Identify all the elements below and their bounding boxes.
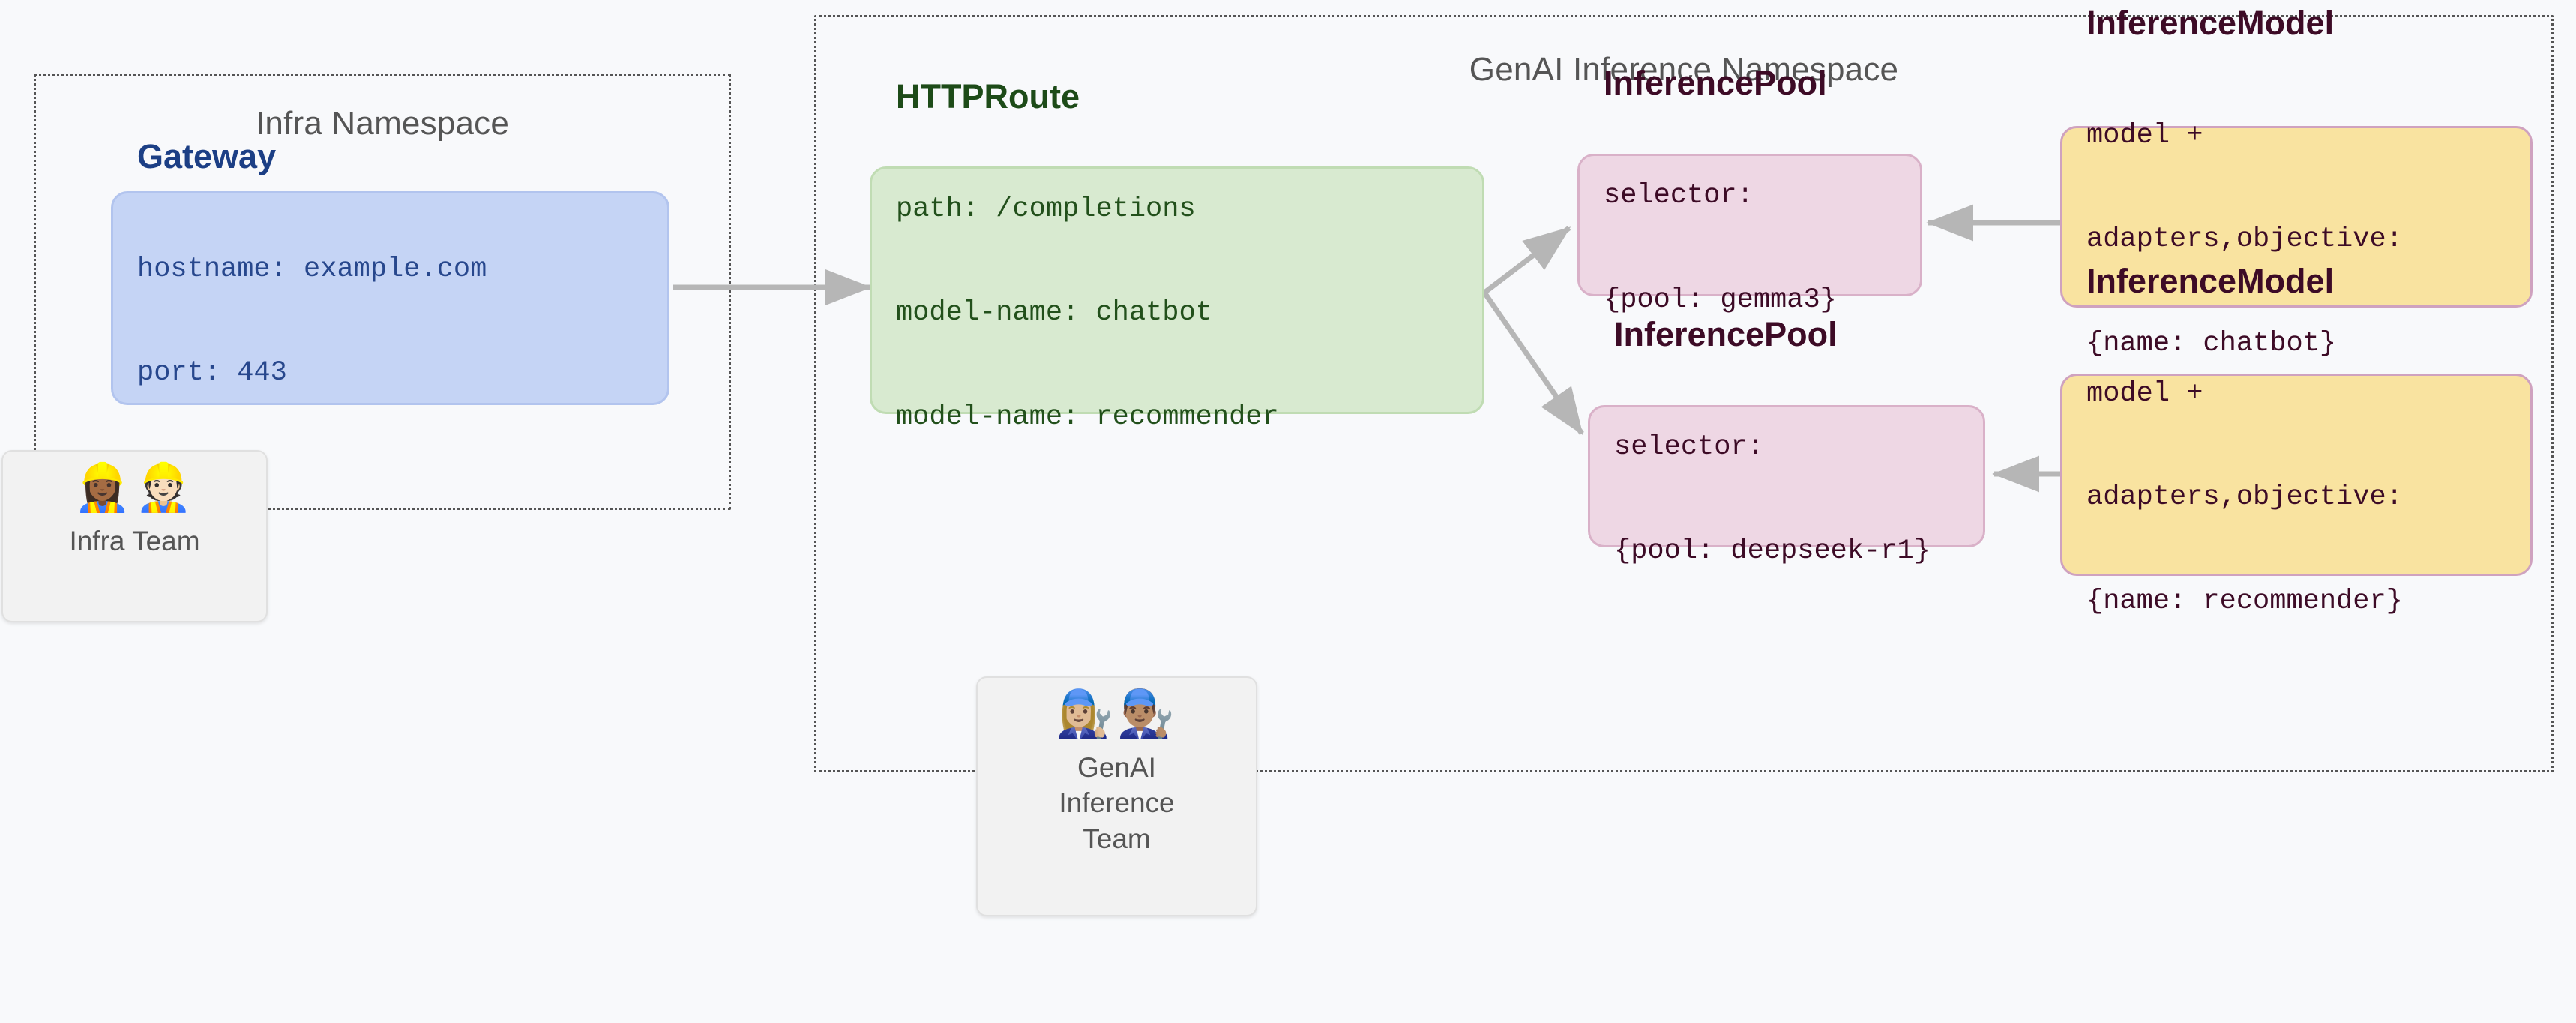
node-inferencepool-deepseek-r1-title: InferencePool <box>1614 315 1838 354</box>
team-card-infra[interactable]: 👷🏾‍♀️👷🏻 Infra Team <box>1 450 268 622</box>
node-inferencemodel-recommender-line-0: model + <box>2086 377 2203 410</box>
node-httproute-body: path: /completions model-name: chatbot m… <box>896 122 1460 504</box>
team-card-genai-inference[interactable]: 👩🏼‍🔧👨🏽‍🔧 GenAI Inference Team <box>976 676 1257 916</box>
node-httproute-line-2: model-name: recommender <box>896 401 1279 434</box>
node-gateway-body: hostname: example.com port: 443 <box>137 182 645 460</box>
node-inferencepool-gemma3-title: InferencePool <box>1604 64 1827 103</box>
genai-inference-team-avatars: 👩🏼‍🔧👨🏽‍🔧 <box>1056 688 1178 740</box>
node-gateway-line-0: hostname: example.com <box>137 253 487 285</box>
node-inferencepool-gemma3-body: selector: {pool: gemma3} <box>1604 110 1898 387</box>
infra-team-avatars: 👷🏾‍♀️👷🏻 <box>73 462 196 514</box>
node-gateway[interactable]: Gateway hostname: example.com port: 443 <box>111 137 669 405</box>
namespace-genai-inference <box>814 15 2554 772</box>
node-inferencemodel-chatbot-line-2: {name: chatbot} <box>2086 328 2337 360</box>
node-inferencemodel-chatbot-title: InferenceModel <box>2086 4 2335 43</box>
node-inferencepool-gemma3[interactable]: InferencePool selector: {pool: gemma3} <box>1577 64 1922 316</box>
namespace-genai-inference-title: GenAI Inference Namespace <box>1469 51 1899 88</box>
node-inferencemodel-recommender-body: model + adapters,objective: {name: recom… <box>2086 307 2508 688</box>
node-inferencemodel-chatbot[interactable]: InferenceModel model + adapters,objectiv… <box>2060 4 2533 359</box>
node-inferencemodel-chatbot-line-1: adapters,objective: <box>2086 224 2403 256</box>
node-inferencepool-gemma3-line-1: {pool: gemma3} <box>1604 284 1837 316</box>
node-httproute-title: HTTPRoute <box>896 77 1080 116</box>
node-httproute[interactable]: HTTPRoute path: /completions model-name:… <box>870 77 1484 433</box>
node-inferencemodel-recommender-line-2: {name: recommender} <box>2086 586 2403 618</box>
namespace-infra-title: Infra Namespace <box>255 105 510 142</box>
genai-inference-team-label: GenAI Inference Team <box>1059 752 1175 854</box>
node-inferencemodel-chatbot-line-0: model + <box>2086 119 2203 152</box>
node-inferencemodel-chatbot-body: model + adapters,objective: {name: chatb… <box>2086 49 2508 430</box>
node-inferencemodel-recommender-title: InferenceModel <box>2086 262 2335 301</box>
node-inferencepool-deepseek-r1-line-1: {pool: deepseek-r1} <box>1614 535 1931 567</box>
node-inferencepool-deepseek-r1-body: selector: {pool: deepseek-r1} <box>1614 361 1960 638</box>
node-inferencepool-deepseek-r1[interactable]: InferencePool selector: {pool: deepseek-… <box>1588 315 1985 567</box>
node-httproute-line-1: model-name: chatbot <box>896 297 1212 329</box>
node-gateway-line-1: port: 443 <box>137 357 287 389</box>
node-inferencemodel-recommender-line-1: adapters,objective: <box>2086 482 2403 514</box>
infra-team-label: Infra Team <box>69 526 200 556</box>
node-inferencepool-deepseek-r1-line-0: selector: <box>1614 431 1764 464</box>
node-httproute-line-0: path: /completions <box>896 193 1196 225</box>
node-inferencemodel-recommender[interactable]: InferenceModel model + adapters,objectiv… <box>2060 262 2533 617</box>
node-inferencepool-gemma3-line-0: selector: <box>1604 180 1754 212</box>
node-gateway-title: Gateway <box>137 136 277 176</box>
namespace-infra <box>34 74 731 510</box>
